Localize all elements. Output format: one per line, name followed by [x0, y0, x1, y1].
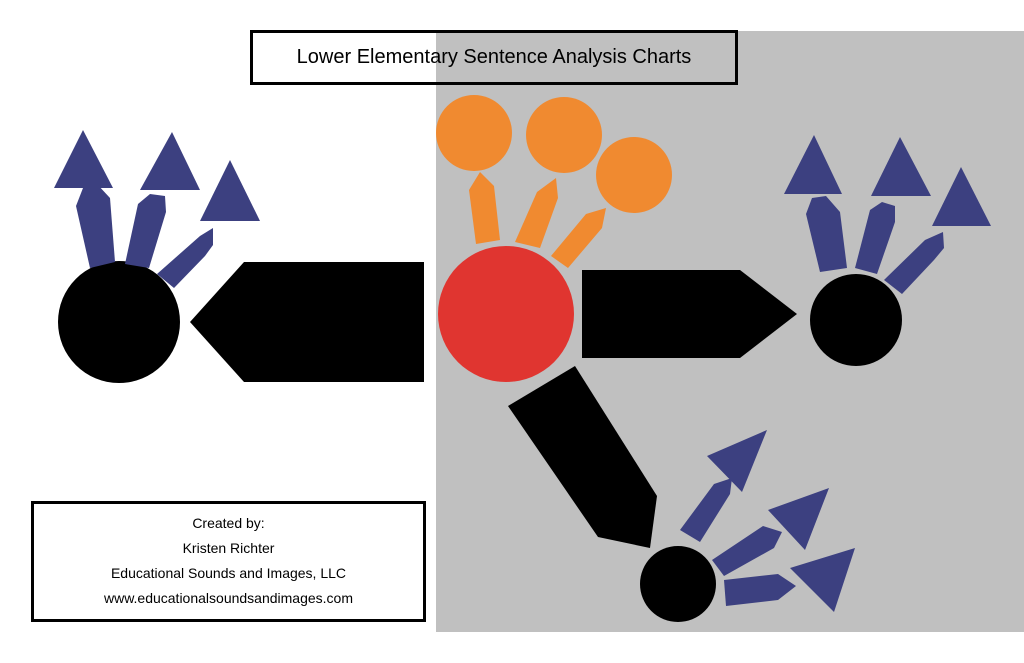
right-adjective-triangle-1 [784, 135, 842, 194]
left-adjective-triangle-3 [200, 160, 260, 221]
adverb-circle-1 [436, 95, 512, 171]
adverb-stem-1 [469, 172, 500, 244]
right-noun-circle [810, 274, 902, 366]
right-noun-group [784, 135, 991, 366]
bottom-adjective-stem-3 [724, 574, 796, 606]
verb-circle [438, 246, 574, 382]
bottom-noun-circle [640, 546, 716, 622]
adverb-stem-2 [515, 178, 558, 248]
adverb-group [436, 95, 672, 268]
title-box: Lower Elementary Sentence Analysis Chart… [250, 30, 738, 85]
credits-website: www.educationalsoundsandimages.com [103, 590, 354, 607]
left-noun-circle [58, 261, 180, 383]
left-connector-arrow [190, 262, 424, 382]
left-noun-group [54, 130, 260, 383]
right-adjective-triangle-3 [932, 167, 991, 226]
bottom-adjective-triangle-1 [707, 430, 767, 492]
credits-box: Created by: Kristen Richter Educational … [31, 501, 426, 622]
right-adjective-stem-3 [884, 232, 944, 294]
adverb-stem-3 [551, 208, 606, 268]
left-adjective-stem-1 [76, 184, 115, 268]
left-adjective-stem-3 [157, 228, 213, 288]
right-adjective-triangle-2 [871, 137, 931, 196]
bottom-adjective-stem-2 [712, 526, 782, 576]
left-adjective-stem-2 [125, 194, 166, 268]
credits-author: Kristen Richter [182, 539, 275, 556]
right-connector-arrow [582, 270, 797, 358]
left-adjective-triangle-2 [140, 132, 200, 190]
page-title: Lower Elementary Sentence Analysis Chart… [296, 46, 692, 68]
credits-company: Educational Sounds and Images, LLC [110, 565, 347, 582]
adverb-circle-2 [526, 97, 602, 173]
right-adjective-stem-2 [855, 202, 895, 274]
bottom-adjective-triangle-2 [768, 488, 829, 550]
right-adjective-stem-1 [806, 196, 847, 272]
adverb-circle-3 [596, 137, 672, 213]
left-adjective-triangle-1 [54, 130, 113, 188]
credits-created-by: Created by: [192, 514, 265, 531]
bottom-adjective-triangle-3 [790, 548, 855, 612]
bottom-adjective-stem-1 [680, 478, 732, 542]
lower-connector-arrow [508, 366, 657, 548]
bottom-noun-group [640, 430, 855, 622]
